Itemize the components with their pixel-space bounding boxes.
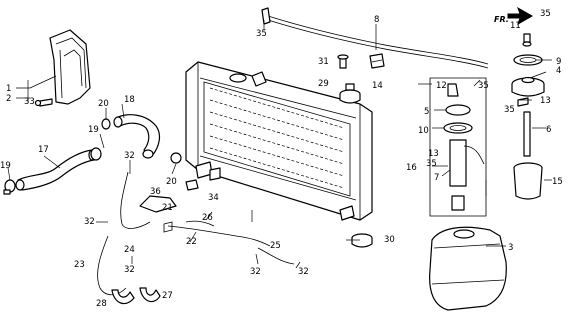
callout-36: 36 [150, 187, 161, 197]
clamp-14 [369, 53, 385, 69]
callout-1: 1 [6, 84, 11, 94]
callout-3: 3 [508, 243, 513, 253]
rod-6 [523, 111, 531, 157]
callout-21: 21 [162, 203, 173, 213]
callout-32-a: 32 [124, 151, 135, 161]
pump-assembly [429, 77, 487, 217]
callout-10: 10 [418, 126, 429, 136]
upper-hose [113, 114, 161, 159]
callout-9: 9 [556, 57, 561, 67]
callout-32-e: 32 [298, 267, 309, 277]
callout-11: 11 [510, 21, 521, 31]
radiator [185, 61, 373, 221]
lower-hose [15, 149, 96, 191]
callout-29: 29 [318, 79, 329, 89]
hose-23 [97, 235, 127, 296]
bolt-31 [337, 54, 349, 69]
coolant-reservoir [429, 226, 507, 311]
radiator-cap [339, 83, 361, 104]
callout-35-e: 35 [426, 159, 437, 169]
callout-18: 18 [124, 95, 135, 105]
bolt-33 [34, 98, 53, 107]
callout-22: 22 [186, 237, 197, 247]
callout-13-lower: 13 [428, 149, 439, 159]
clamp-20-lower [170, 152, 182, 164]
callout-27: 27 [162, 291, 173, 301]
callout-30: 30 [384, 235, 395, 245]
callout-2: 2 [6, 94, 11, 104]
callout-35-b: 35 [540, 9, 551, 19]
callout-26: 26 [202, 213, 213, 223]
overflow-tube [261, 7, 489, 69]
reservoir-hose-24 [120, 171, 151, 229]
clip-13-upper [517, 97, 529, 107]
callout-15: 15 [552, 177, 563, 187]
callout-6: 6 [546, 125, 551, 135]
callout-35-d: 35 [504, 105, 515, 115]
callout-28: 28 [96, 299, 107, 309]
callout-numbers: 1 2 3 4 5 6 7 8 9 10 11 12 13 13 14 15 1… [0, 9, 563, 309]
callout-17: 17 [38, 145, 49, 155]
callout-4: 4 [556, 66, 561, 76]
leader-lines [7, 20, 552, 269]
callout-16: 16 [406, 163, 417, 173]
reservoir-cap-30 [351, 233, 373, 248]
clamp-19-left [3, 179, 16, 195]
callout-13-upper: 13 [540, 96, 551, 106]
cap-4 [511, 76, 545, 97]
front-direction-label: FR. [494, 15, 509, 24]
clamp-20-upper [101, 118, 111, 130]
callout-33: 33 [24, 97, 35, 107]
front-direction-arrow: FR. [494, 6, 534, 26]
hose-22 [163, 221, 271, 247]
callout-14: 14 [372, 81, 383, 91]
callout-35-a: 35 [256, 29, 267, 39]
callout-19-right: 19 [88, 125, 99, 135]
callout-34: 34 [208, 193, 219, 203]
callout-7: 7 [434, 173, 439, 183]
callout-32-c: 32 [124, 265, 135, 275]
filter-15 [513, 162, 543, 200]
thermo-switch [139, 167, 221, 213]
callout-32-d: 32 [250, 267, 261, 277]
fan-shroud [49, 29, 91, 105]
callout-25: 25 [270, 241, 281, 251]
callout-35-c: 35 [478, 81, 489, 91]
callout-31: 31 [318, 57, 329, 67]
screw-11 [522, 33, 532, 47]
callout-20-lower: 20 [166, 177, 177, 187]
callout-12: 12 [436, 81, 447, 91]
callout-8: 8 [374, 15, 379, 25]
callout-23: 23 [74, 260, 85, 270]
callout-5: 5 [424, 107, 429, 117]
hose-clamp-28 [111, 289, 135, 305]
callout-24: 24 [124, 245, 135, 255]
hose-clamp-27 [139, 287, 161, 303]
hose-26 [185, 220, 215, 227]
callout-20-upper: 20 [98, 99, 109, 109]
callout-19-left: 19 [0, 161, 11, 171]
clamp-19-right [90, 147, 102, 161]
callout-32-b: 32 [84, 217, 95, 227]
hose-25 [257, 247, 295, 265]
